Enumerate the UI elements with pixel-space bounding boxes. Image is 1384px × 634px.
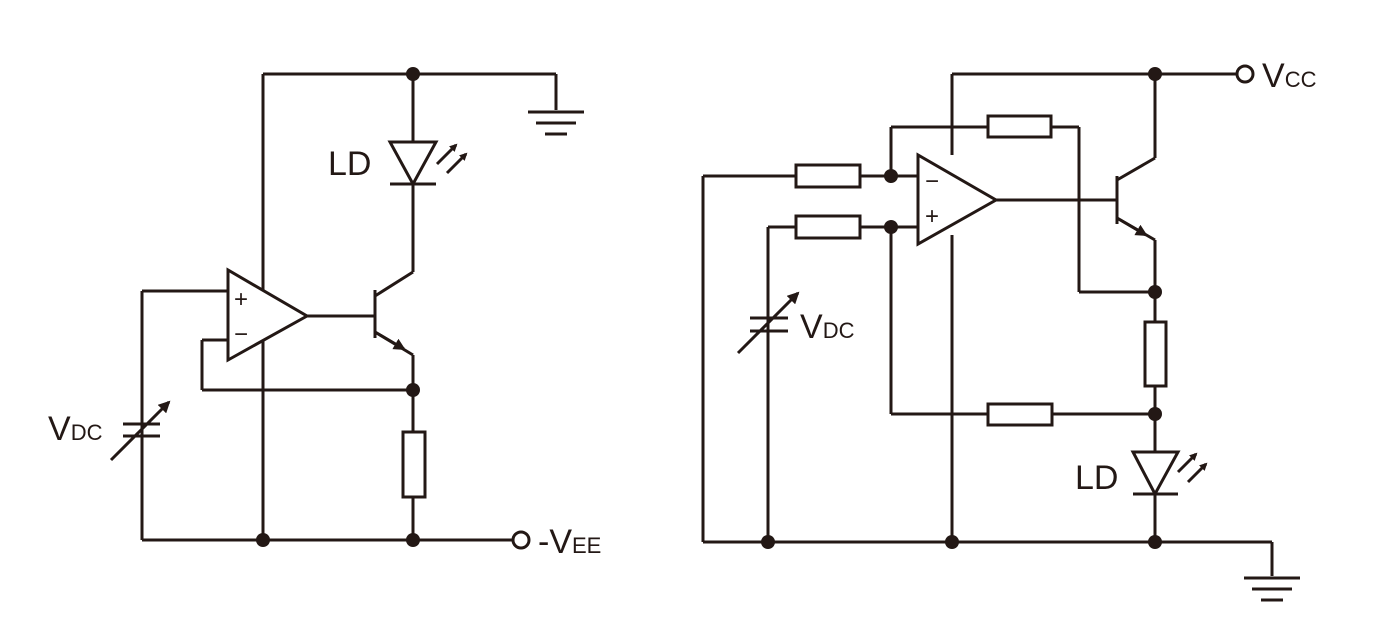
- terminal-icon: [1235, 64, 1255, 84]
- opamp-minus-label: −: [234, 321, 248, 348]
- variable-voltage-source-icon: [109, 400, 171, 462]
- resistor-icon: [794, 163, 862, 189]
- npn-transistor-icon: [373, 290, 406, 351]
- vee-label: -VEE: [538, 523, 601, 561]
- resistor-icon: [986, 114, 1053, 139]
- opamp-icon: [226, 267, 311, 363]
- ground-icon: [528, 110, 584, 136]
- laser-diode-icon: [387, 140, 468, 188]
- ld-label: LD: [1075, 459, 1118, 497]
- left-circuit: [109, 67, 584, 550]
- opamp-plus-label: +: [925, 203, 939, 230]
- ld-label: LD: [328, 145, 371, 183]
- resistor-icon: [401, 430, 427, 499]
- opamp-plus-label: +: [234, 286, 248, 313]
- npn-transistor-icon: [1115, 176, 1148, 237]
- vdc-label: VDC: [48, 410, 103, 448]
- vdc-label: VDC: [800, 308, 855, 346]
- laser-diode-icon: [1130, 450, 1208, 498]
- resistor-icon: [986, 402, 1054, 427]
- vcc-label: VCC: [1262, 57, 1317, 95]
- left-wires: [140, 72, 558, 542]
- junction-dots: [256, 67, 420, 547]
- right-circuit: [701, 64, 1300, 602]
- right-wires: [701, 72, 1274, 576]
- resistor-icon: [1143, 320, 1168, 388]
- opamp-minus-label: −: [925, 168, 939, 195]
- terminal-icon: [511, 530, 531, 550]
- ground-icon: [1244, 576, 1300, 602]
- opamp-icon: [916, 152, 1000, 247]
- junction-dots: [761, 67, 1162, 549]
- resistor-icon: [794, 214, 862, 240]
- variable-voltage-source-icon: [736, 291, 800, 355]
